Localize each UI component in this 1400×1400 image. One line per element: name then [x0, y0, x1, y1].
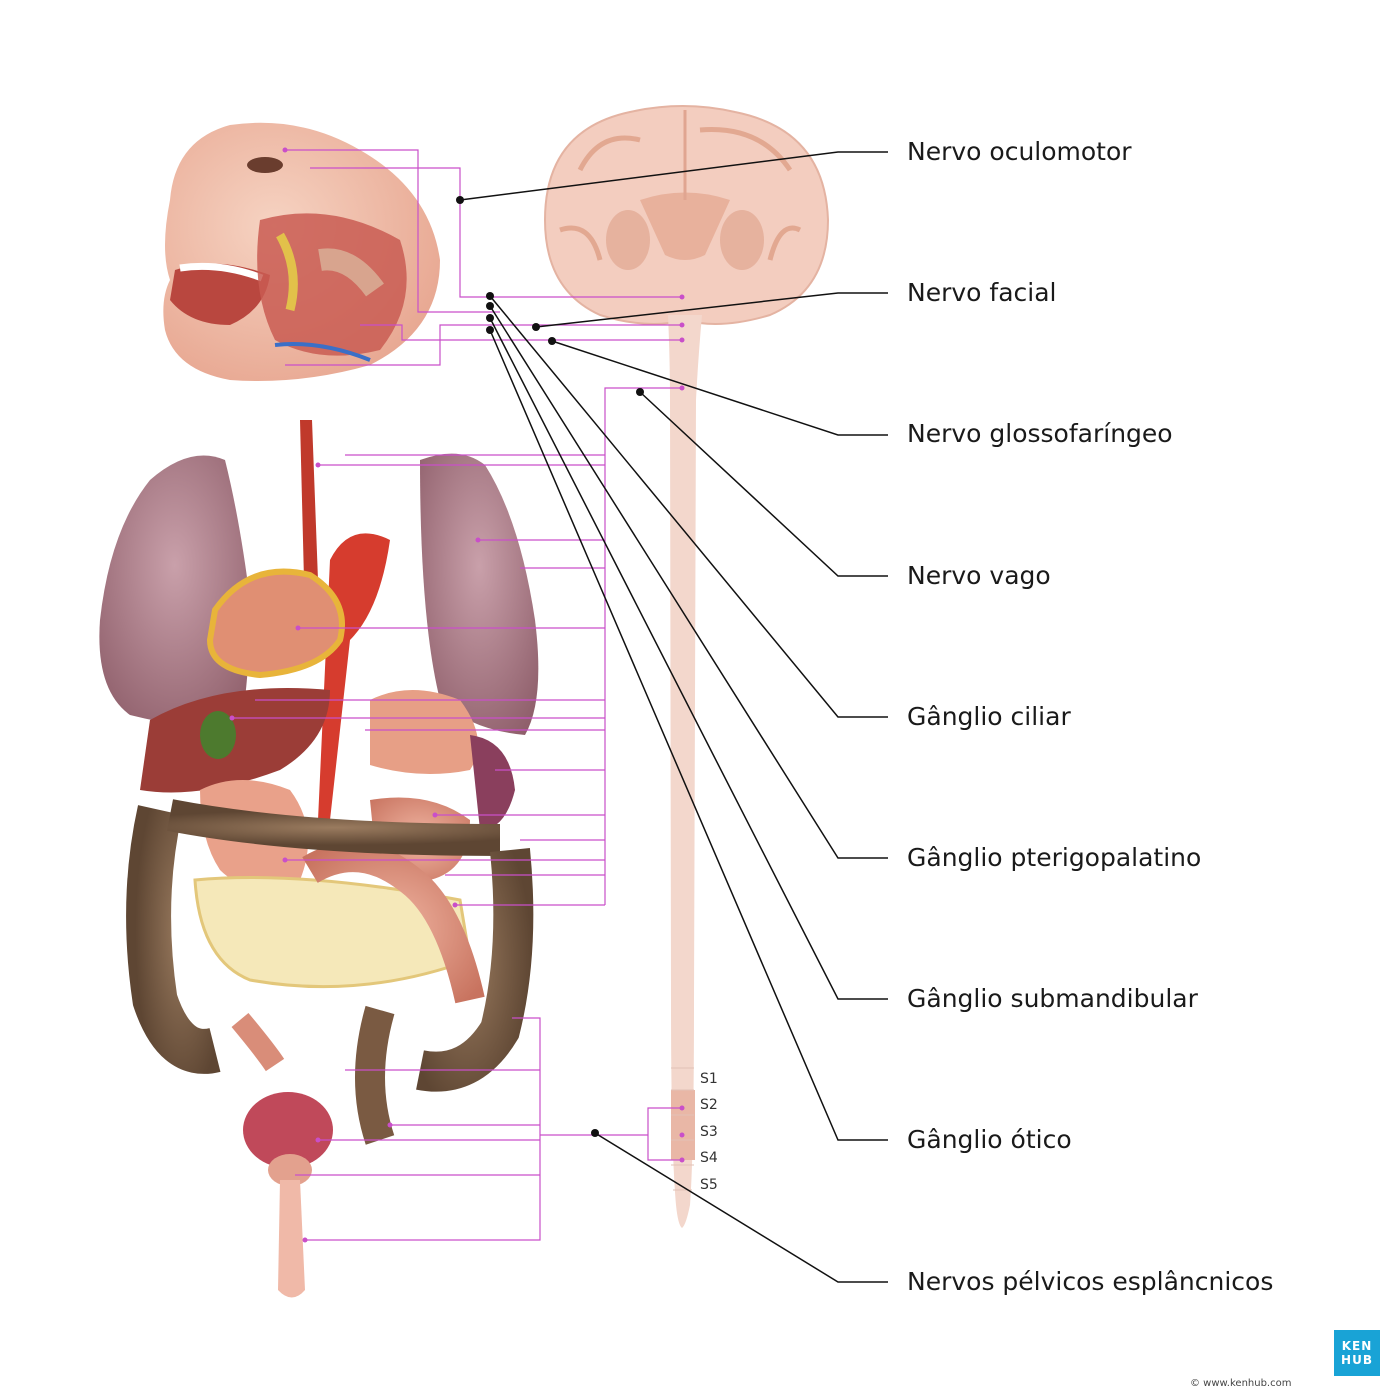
head-illustration: [163, 122, 441, 382]
sacral-cord-highlight: [671, 1090, 695, 1160]
thoraco-abdominal-illustration: [99, 420, 539, 1298]
leader-glossopharyngeal: [551, 340, 888, 436]
kenhub-logo: KEN HUB: [1334, 1330, 1380, 1376]
leader-pterygopalatine: [489, 305, 888, 859]
sacral-segment-label: S3: [700, 1124, 718, 1140]
label-pelvic-splanchnic-nerves: Nervos pélvicos esplâncnicos: [907, 1267, 1274, 1296]
logo-line-2: HUB: [1341, 1353, 1373, 1367]
pelvic-trunk: [305, 1017, 541, 1241]
leader-lines: [459, 151, 888, 1283]
pathway-endpoints: [229, 147, 685, 1243]
sacral-segment-borders: [671, 1067, 694, 1191]
leader-oculomotor: [459, 151, 888, 201]
facial-pathway-submandibular: [360, 324, 682, 341]
label-glossopharyngeal-nerve: Nervo glossofaríngeo: [907, 419, 1173, 448]
label-facial-nerve: Nervo facial: [907, 278, 1057, 307]
leader-pelvic-splanchnic: [594, 1132, 888, 1283]
glossopharyngeal-pathway: [285, 324, 682, 366]
facial-pathway-lacrimal: [310, 167, 682, 298]
label-ciliary-ganglion: Gânglio ciliar: [907, 702, 1071, 731]
leader-ciliary: [489, 295, 888, 718]
label-oculomotor-nerve: Nervo oculomotor: [907, 137, 1132, 166]
sacral-segment-label: S1: [700, 1071, 718, 1087]
label-pterygopalatine-ganglion: Gânglio pterigopalatino: [907, 843, 1202, 872]
leader-vagus: [639, 391, 888, 577]
leader-dots: [456, 196, 644, 1137]
sacral-segment-label: S2: [700, 1097, 718, 1113]
leader-submandibular: [489, 317, 888, 1000]
sacral-pathway: [647, 1107, 682, 1161]
brain-coronal-section: [543, 105, 830, 325]
label-submandibular-ganglion: Gânglio submandibular: [907, 984, 1198, 1013]
sacral-segment-label: S4: [700, 1150, 718, 1166]
leader-facial: [535, 292, 888, 328]
logo-line-1: KEN: [1341, 1339, 1373, 1353]
label-otic-ganglion: Gânglio ótico: [907, 1125, 1072, 1154]
vagus-trunk: [604, 387, 682, 905]
label-vagus-nerve: Nervo vago: [907, 561, 1051, 590]
leader-otic: [489, 329, 888, 1141]
copyright-text: © www.kenhub.com: [1190, 1378, 1292, 1389]
sacral-segment-label: S5: [700, 1177, 718, 1193]
